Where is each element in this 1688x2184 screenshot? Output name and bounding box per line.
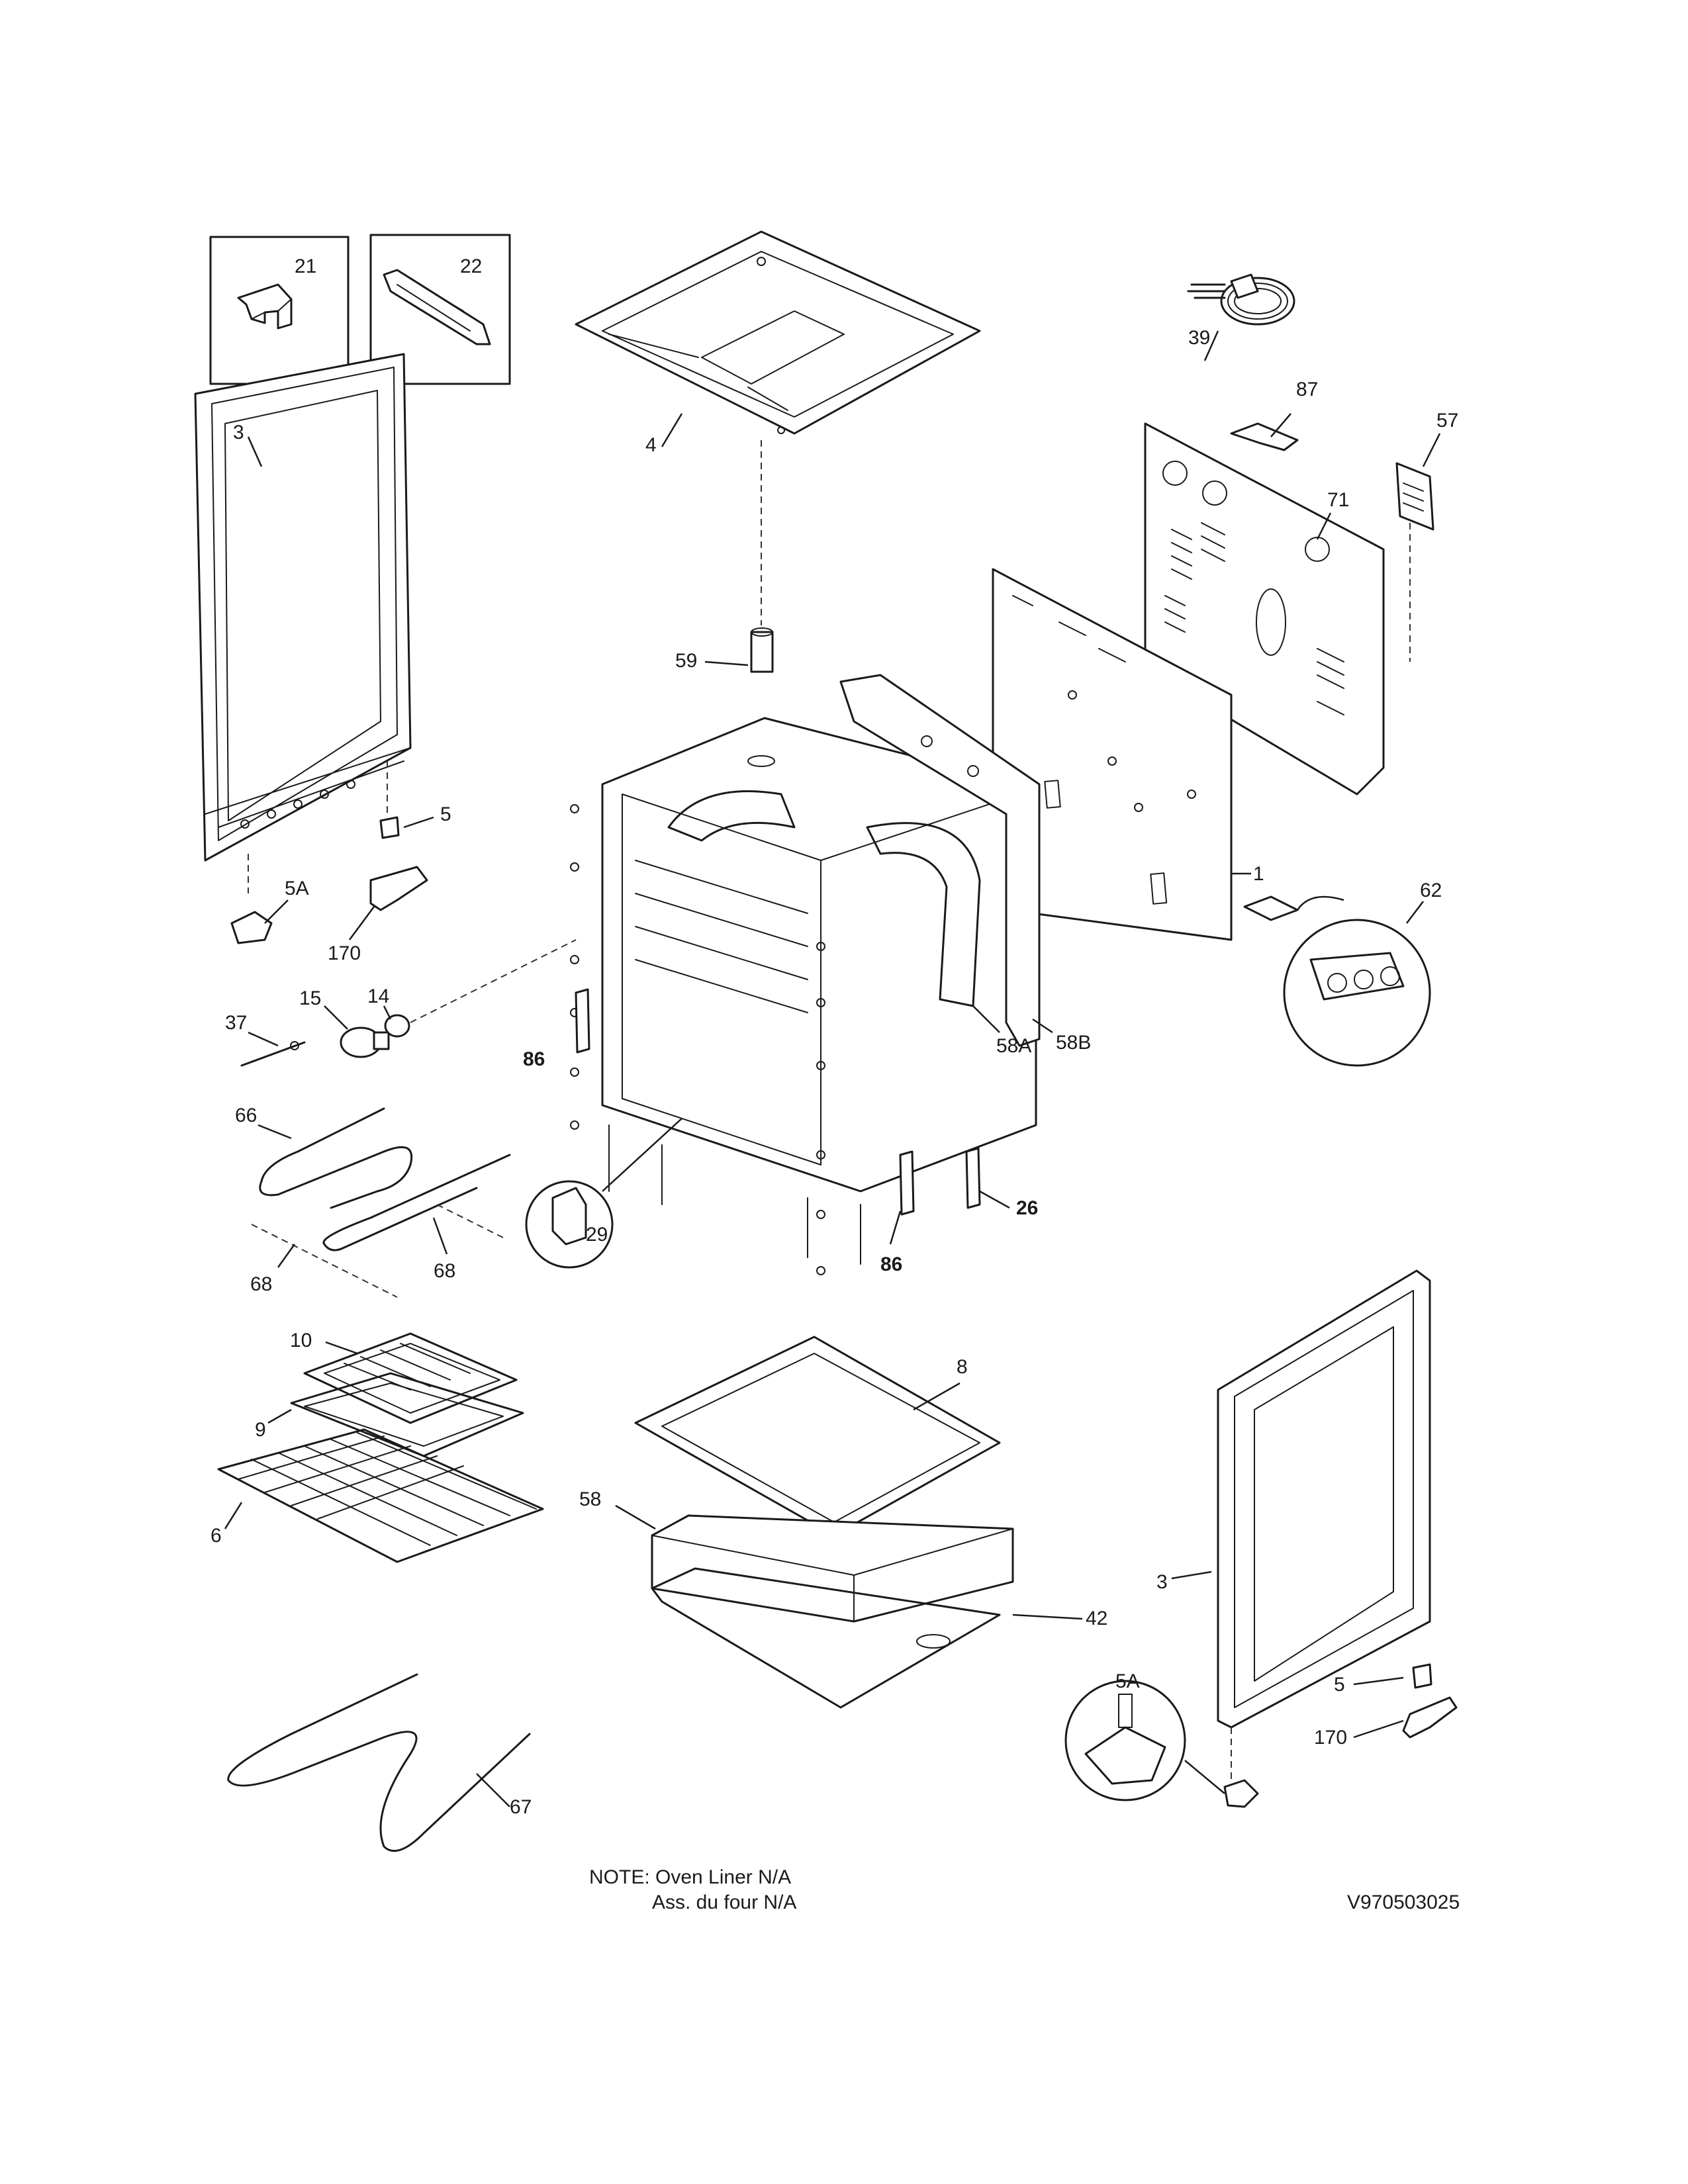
- callout-86-left: 86: [523, 1048, 545, 1070]
- part-5-screw-left: [379, 816, 400, 839]
- part-42-drawer-bottom: [651, 1567, 1001, 1709]
- part-8-drawer-liner: [634, 1336, 1001, 1537]
- part-170-hinge-left: [369, 866, 428, 911]
- part-86-bracket-bottom: [899, 1150, 915, 1216]
- part-26-bracket: [965, 1147, 981, 1209]
- part-29-callout-detail: [525, 1118, 682, 1269]
- callout-10: 10: [290, 1330, 312, 1351]
- part-3-left-door: [194, 353, 412, 893]
- part-21-inset: [209, 236, 350, 385]
- part-86-bracket-left: [575, 988, 590, 1054]
- callout-71: 71: [1327, 489, 1349, 511]
- callout-66: 66: [235, 1105, 257, 1126]
- frame-screws: [570, 804, 825, 1275]
- part-67-bake-element: [227, 1673, 531, 1852]
- callout-3-left: 3: [233, 422, 244, 443]
- note-line-1: NOTE: Oven Liner N/A: [589, 1866, 792, 1888]
- part-59-vent-tube: [750, 440, 774, 673]
- part-5-screw-right: [1412, 1663, 1432, 1689]
- callout-67: 67: [510, 1796, 532, 1818]
- drawing-id: V970503025: [1347, 1891, 1460, 1913]
- callout-170-left: 170: [328, 942, 361, 964]
- part-57-cover: [1395, 462, 1434, 662]
- callout-42: 42: [1086, 1608, 1107, 1629]
- callout-58B: 58B: [1056, 1032, 1091, 1054]
- part-58B-front-frame: [839, 674, 1041, 1047]
- callout-1: 1: [1253, 863, 1264, 885]
- callout-5-left: 5: [440, 803, 451, 825]
- oven-cavity: [601, 717, 1037, 1265]
- callout-57: 57: [1436, 410, 1458, 432]
- part-6-oven-rack: [217, 1428, 544, 1563]
- callout-58: 58: [579, 1488, 601, 1510]
- callout-58A: 58A: [996, 1035, 1031, 1057]
- callout-170-right: 170: [1314, 1727, 1347, 1749]
- callout-5A-left: 5A: [285, 878, 309, 899]
- part-66-broil-element: [251, 1107, 511, 1298]
- callout-87: 87: [1296, 379, 1318, 400]
- callout-15: 15: [299, 987, 321, 1009]
- part-1-rear-panel: [992, 568, 1233, 941]
- part-15-lamp-bulb: [340, 1026, 390, 1058]
- callout-68-left: 68: [250, 1273, 272, 1295]
- callout-22: 22: [460, 255, 482, 277]
- callout-14: 14: [367, 985, 389, 1007]
- part-62-terminal-block: [1243, 895, 1431, 1067]
- callout-5A-right: 5A: [1115, 1670, 1140, 1692]
- callout-4: 4: [645, 434, 657, 456]
- callout-29: 29: [586, 1224, 608, 1246]
- callout-5-right: 5: [1334, 1674, 1345, 1696]
- leader-lines: [224, 330, 1441, 1807]
- part-5A-hinge-left: [230, 911, 273, 944]
- callout-9: 9: [255, 1419, 266, 1441]
- callout-37: 37: [225, 1012, 247, 1034]
- part-37-sensor: [240, 1041, 306, 1067]
- part-3-right-door: [1217, 1269, 1431, 1780]
- part-9-broil-pan: [290, 1372, 524, 1457]
- callout-68-right: 68: [434, 1260, 455, 1282]
- callout-62: 62: [1420, 880, 1442, 901]
- callout-59: 59: [675, 650, 697, 672]
- part-22-inset: [369, 234, 511, 385]
- callout-3-right: 3: [1156, 1571, 1168, 1593]
- callout-26: 26: [1016, 1197, 1038, 1219]
- callout-86-bottom: 86: [880, 1253, 902, 1275]
- callout-39: 39: [1188, 327, 1210, 349]
- part-39-power-cord: [1187, 273, 1295, 326]
- part-58A-insulation: [667, 790, 981, 1007]
- part-58-insulation-block: [651, 1514, 1014, 1623]
- part-87-bracket: [1230, 422, 1299, 451]
- callout-21: 21: [295, 255, 316, 277]
- part-14-lamp-socket: [384, 939, 577, 1038]
- part-5A-hinge-right-detail: [1064, 1680, 1259, 1808]
- part-4-cooktop-base: [575, 230, 981, 435]
- callout-labels: 21 22 3 4 39 87 57 71 59 5 5A 170 1 62 1…: [211, 255, 1458, 1818]
- callout-6: 6: [211, 1525, 222, 1547]
- callout-8: 8: [957, 1356, 968, 1378]
- part-170-hinge-right: [1402, 1696, 1458, 1739]
- note-line-2: Ass. du four N/A: [652, 1891, 797, 1913]
